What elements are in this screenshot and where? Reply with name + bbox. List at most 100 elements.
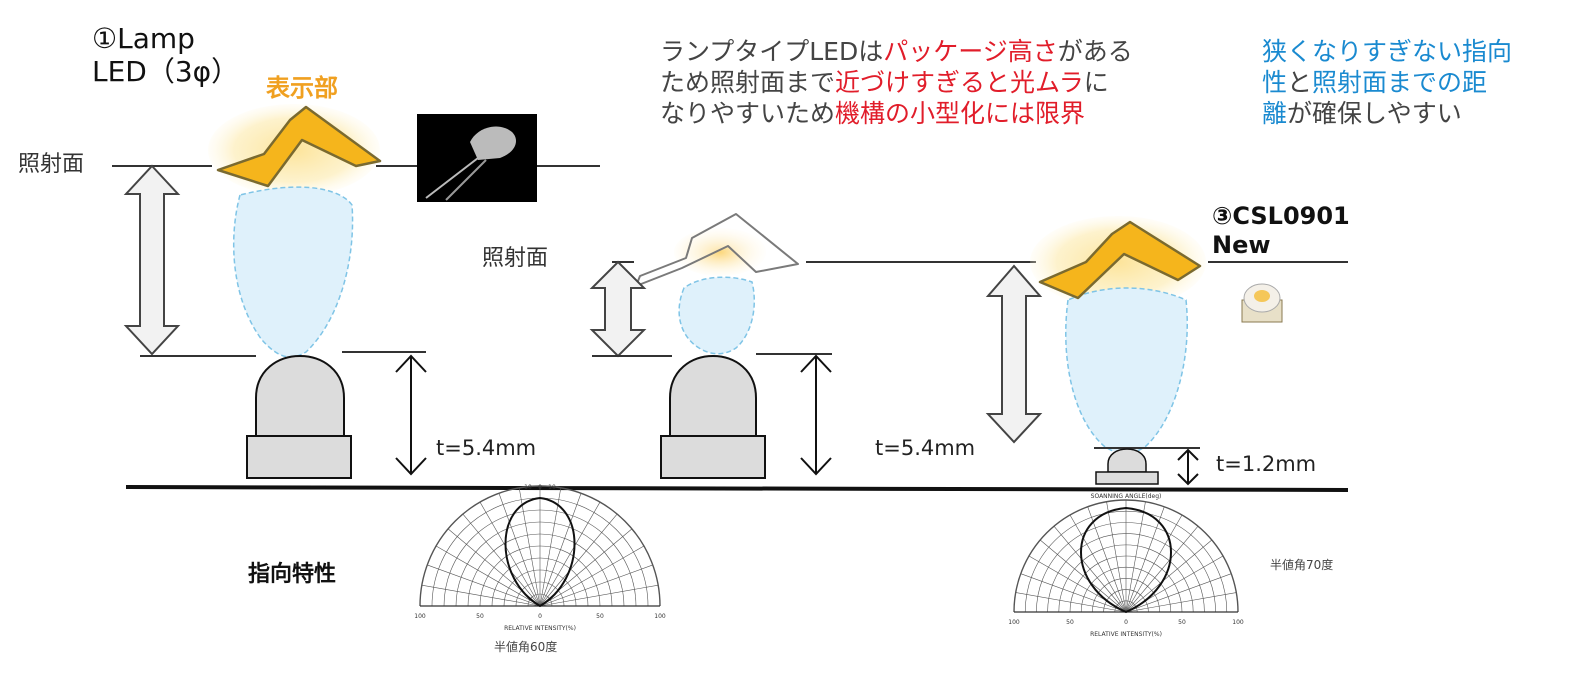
text-highlight: 離 xyxy=(1262,99,1288,128)
text-highlight: 照射面までの距 xyxy=(1312,68,1488,97)
radiation-pattern-curve xyxy=(1080,506,1172,614)
lamp-led-title: ①Lamp LED（3φ） xyxy=(92,22,239,88)
polar-spoke xyxy=(1106,501,1127,613)
polar-spoke xyxy=(539,564,653,607)
polar-axis-label: 50 xyxy=(1178,619,1186,626)
text-part: ため照射面まで xyxy=(660,68,836,97)
polar-axis-label: 0 xyxy=(1124,619,1128,626)
text-highlight: 機構の小型化には限界 xyxy=(835,99,1086,128)
polar-spoke xyxy=(1020,573,1127,613)
light-beam-right xyxy=(1065,287,1188,455)
mid-height-label: t=5.4mm xyxy=(875,436,976,460)
polar-caption: RELATIVE INTENSITY(%) xyxy=(504,625,576,632)
polar-spoke xyxy=(1015,592,1127,613)
radiation-pattern-curve xyxy=(504,496,576,608)
text-highlight: パッケージ高さ xyxy=(883,37,1058,66)
lamp-height-label: t=5.4mm xyxy=(436,436,537,460)
polar-spoke xyxy=(1087,506,1127,613)
explanation-csl-line2: 性と照射面までの距 xyxy=(1262,67,1512,98)
polar-spoke xyxy=(462,513,541,607)
polar-tick-label: 10 xyxy=(548,484,556,491)
polar-spoke xyxy=(539,545,645,607)
csl-title: ③CSL0901 New xyxy=(1212,202,1350,260)
polar-spoke xyxy=(479,501,541,607)
height-arrow-right-top xyxy=(1177,448,1199,461)
polar-spoke xyxy=(1040,539,1127,613)
lamp-led-base xyxy=(246,435,352,479)
explanation-lamp-line1: ランプタイプLEDはパッケージ高さがある xyxy=(660,36,1133,67)
csl-led-dome xyxy=(1107,448,1147,473)
polar-spoke xyxy=(498,493,541,607)
height-arrow-mid-top xyxy=(800,354,832,373)
text-highlight: 近づけすぎると光ムラ xyxy=(835,68,1084,97)
height-arrow-right-bottom xyxy=(1177,473,1199,486)
text-part: がある xyxy=(1057,37,1133,66)
explanation-csl-line3: 離が確保しやすい xyxy=(1262,98,1512,129)
polar-spoke xyxy=(539,501,601,607)
polar-tick-label: 0 xyxy=(538,484,542,491)
csl-title-line1: ③CSL0901 xyxy=(1212,202,1350,230)
distance-arrow-mid xyxy=(589,260,647,358)
polar-spoke xyxy=(1069,514,1127,613)
polar-axis-label: 100 xyxy=(1008,619,1020,626)
explanation-csl-line1: 狭くなりすぎない指向 xyxy=(1262,37,1513,66)
text-part: ランプタイプLEDは xyxy=(660,37,884,66)
csl-title-line2: New xyxy=(1212,230,1271,259)
polar-spoke xyxy=(1053,526,1127,613)
segment-digit-mid xyxy=(635,213,799,287)
height-arrow-left-top xyxy=(395,354,427,373)
text-part: と xyxy=(1287,68,1313,97)
polar-spoke xyxy=(1125,514,1183,613)
text-part: に xyxy=(1083,68,1109,97)
polar-spoke xyxy=(1125,526,1199,613)
polar-spoke xyxy=(1125,592,1237,613)
light-beam-mid xyxy=(678,276,755,355)
polar-tick-label: 10 xyxy=(524,484,532,491)
base-line xyxy=(125,485,1349,492)
polar-axis-label: 0 xyxy=(538,613,542,620)
lamp-title-line1: ①Lamp xyxy=(92,22,195,55)
lamp-led-photo-lead2 xyxy=(445,159,487,201)
polar-spoke xyxy=(427,564,541,607)
polar-axis-label: 50 xyxy=(596,613,604,620)
polar-axis-label: 50 xyxy=(476,613,484,620)
polar-spoke xyxy=(539,493,582,607)
height-arrow-mid-bottom xyxy=(800,457,832,476)
half-angle-left: 半値角60度 xyxy=(494,640,558,654)
polar-spoke xyxy=(1125,501,1146,613)
polar-spoke xyxy=(1125,573,1232,613)
polar-axis-label: 50 xyxy=(1066,619,1074,626)
mid-led-dome xyxy=(669,355,757,437)
polar-spoke xyxy=(1125,506,1165,613)
display-glow-mid xyxy=(674,228,766,276)
lamp-title-line2: LED（3φ） xyxy=(92,55,240,89)
irradiation-surface-label-left: 照射面 xyxy=(18,152,85,177)
polar-spoke xyxy=(421,584,541,607)
explanation-lamp: ランプタイプLEDはパッケージ高さがある ため照射面まで近づけすぎると光ムラに … xyxy=(660,36,1133,129)
polar-spoke xyxy=(1125,539,1212,613)
height-arrow-left-bottom xyxy=(395,457,427,476)
polar-spoke xyxy=(539,584,659,607)
lamp-led-photo-lead1 xyxy=(425,157,479,199)
text-part: なりやすいため xyxy=(660,99,836,128)
polar-spoke xyxy=(435,545,541,607)
mid-led-base xyxy=(660,435,766,479)
distance-arrow-right xyxy=(985,264,1043,444)
polar-title: SOANNING ANGLE(deg) xyxy=(1091,493,1162,500)
polar-axis-label: 100 xyxy=(654,613,666,620)
polar-axis-label: 100 xyxy=(414,613,426,620)
polar-axis-label: 100 xyxy=(1232,619,1244,626)
polar-spoke xyxy=(539,513,618,607)
csl-height-label: t=1.2mm xyxy=(1216,452,1317,476)
text-part: が確保しやすい xyxy=(1287,99,1462,128)
directivity-label: 指向特性 xyxy=(248,562,337,587)
csl-photo-chip xyxy=(1254,290,1270,302)
lamp-led-photo-body xyxy=(470,126,516,160)
explanation-lamp-line2: ため照射面まで近づけすぎると光ムラに xyxy=(660,67,1133,98)
distance-arrow-left xyxy=(123,164,181,356)
polar-caption: RELATIVE INTENSITY(%) xyxy=(1090,631,1162,638)
